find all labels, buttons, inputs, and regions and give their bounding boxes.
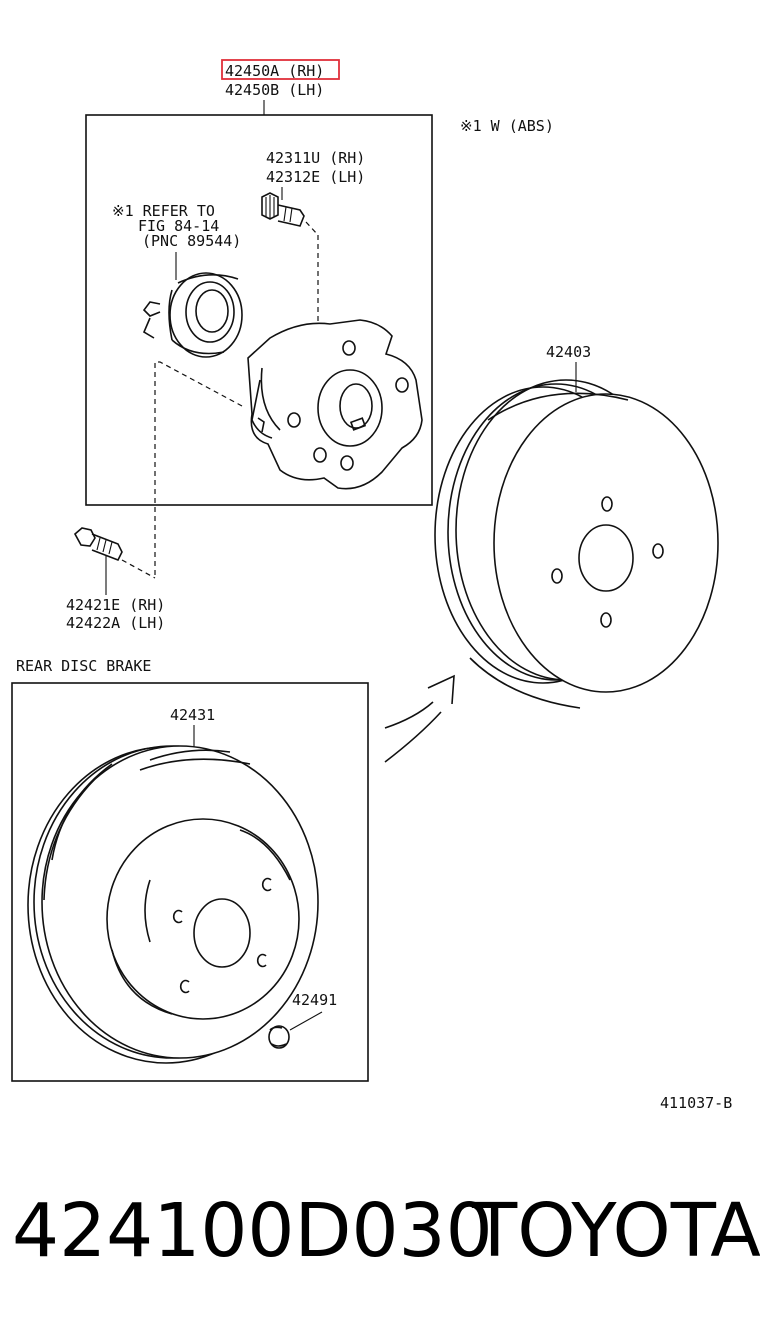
drum-label[interactable]: 42403 <box>546 343 591 361</box>
disc-label[interactable]: 42431 <box>170 706 215 724</box>
hub-rh-label[interactable]: 42450A (RH) <box>225 62 324 80</box>
screw-rh-label[interactable]: 42421E (RH) <box>66 596 165 614</box>
plug-label[interactable]: 42491 <box>292 991 337 1009</box>
abs-note: ※1 W (ABS) <box>460 117 554 135</box>
plug-icon <box>268 1025 290 1049</box>
hub-bolt-rh-label[interactable]: 42311U (RH) <box>266 149 365 167</box>
disc-brake-box <box>11 682 369 1082</box>
brake-disc-icon <box>27 745 319 1064</box>
brake-drum-icon <box>434 379 719 709</box>
hub-lh-label[interactable]: 42450B (LH) <box>225 81 324 99</box>
transition-arrow-icon <box>384 674 455 763</box>
refer-note-line2: FIG 84-14 <box>138 217 219 235</box>
plug-leader <box>289 1011 323 1031</box>
section-title: REAR DISC BRAKE <box>16 657 151 675</box>
screw-bolt-icon <box>73 527 156 579</box>
hub-flange-icon <box>247 319 423 490</box>
hub-bolt-icon <box>261 192 319 322</box>
hub-assembly-box <box>85 114 433 506</box>
abs-sensor-ring-icon <box>142 272 243 358</box>
refer-note-line3: (PNC 89544) <box>142 232 241 250</box>
hub-rh-highlight-box <box>221 59 340 80</box>
screw-dashed-leader <box>154 361 243 578</box>
figure-code: 411037-B <box>660 1094 732 1112</box>
hub-bolt-lh-label[interactable]: 42312E (LH) <box>266 168 365 186</box>
refer-note-line1: ※1 REFER TO <box>112 202 215 220</box>
screw-lh-label[interactable]: 42422A (LH) <box>66 614 165 632</box>
brand-name: TOYOTA <box>471 1188 760 1274</box>
part-number: 424100D030 <box>12 1188 493 1274</box>
